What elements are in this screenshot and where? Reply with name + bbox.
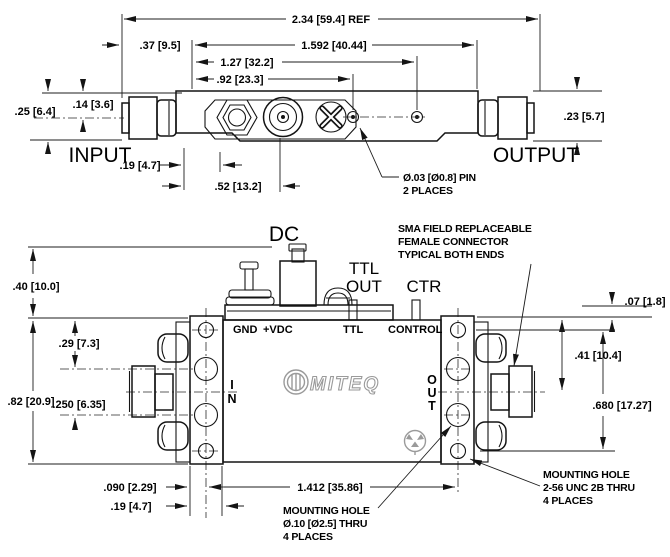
front-view-body: MITEQ <box>128 243 536 465</box>
out-label-2: U <box>427 386 436 400</box>
top-plate <box>224 304 394 321</box>
dim-37: .37 [9.5] <box>140 40 181 52</box>
top-view-body <box>121 90 535 142</box>
feedthrough-dome <box>323 287 353 306</box>
mounting-note2-line3: 4 PLACES <box>543 495 593 507</box>
dim-127: 1.27 [32.2] <box>220 57 274 69</box>
dim-07: .07 [1.8] <box>625 296 666 308</box>
input-connector <box>121 96 177 140</box>
out-label-1: O <box>427 373 437 387</box>
gnd-terminal <box>225 261 275 306</box>
dc-label: DC <box>269 223 299 246</box>
left-flange <box>189 315 224 465</box>
in-label-2: N <box>227 392 236 406</box>
vdc-label: +VDC <box>263 324 293 336</box>
front-view: MITEQ .40 [10.0] .29 [7.3] .250 [6.35] .… <box>7 223 665 543</box>
dim-1592: 1.592 [40.44] <box>301 40 367 52</box>
ttl-out-label-2: OUT <box>346 277 382 296</box>
dim-250: .250 [6.35] <box>52 399 106 411</box>
in-label-1: I <box>230 378 233 392</box>
platform-outline <box>204 99 357 140</box>
mounting-note1-line3: 4 PLACES <box>283 531 333 543</box>
top-view-dimension-lines <box>30 14 602 192</box>
input-connector-front <box>128 321 191 463</box>
dc-feedthrough-top <box>262 96 304 138</box>
output-connector <box>477 96 535 140</box>
dim-19b: .19 [4.7] <box>111 501 152 513</box>
dim-090: .090 [2.29] <box>103 482 157 494</box>
out-label-3: T <box>428 399 436 413</box>
mounting-note2-line1: MOUNTING HOLE <box>543 469 630 481</box>
mounting-note1-line1: MOUNTING HOLE <box>283 505 370 517</box>
dim-overall-length: 2.34 [59.4] REF <box>292 14 371 26</box>
control-label: CONTROL <box>388 324 443 336</box>
ttl-label: TTL <box>343 324 363 336</box>
sma-note-line2: FEMALE CONNECTOR <box>398 236 509 248</box>
input-label: INPUT <box>69 144 132 167</box>
miteq-logo: MITEQ <box>283 369 380 396</box>
ttl-pin <box>348 299 358 321</box>
dim-29: .29 [7.3] <box>59 338 100 350</box>
miteq-logo-text: MITEQ <box>310 374 380 395</box>
dim-19: .19 [4.7] <box>120 160 161 172</box>
dim-52: .52 [13.2] <box>214 181 261 193</box>
dim-680: .680 [17.27] <box>592 400 652 412</box>
front-view-dimension-lines <box>28 246 652 516</box>
dim-82: .82 [20.9] <box>7 396 54 408</box>
pin-note-line2: 2 PLACES <box>403 185 453 197</box>
hex-nut <box>216 99 258 136</box>
top-view: 2.34 [59.4] REF 1.592 [40.44] 1.27 [32.2… <box>15 14 605 197</box>
control-pin <box>411 299 421 321</box>
output-label: OUTPUT <box>493 144 580 167</box>
cross-adjust-screw <box>315 101 347 133</box>
front-view-centerlines <box>60 308 545 518</box>
dim-1412: 1.412 [35.86] <box>297 482 363 494</box>
dim-23: .23 [5.7] <box>564 111 605 123</box>
keying-symbol <box>403 429 427 455</box>
ttl-out-label-1: TTL <box>349 259 379 278</box>
dim-14: .14 [3.6] <box>73 99 114 111</box>
sma-note-line3: TYPICAL BOTH ENDS <box>398 249 504 261</box>
mounting-note1-line2: Ø.10 [Ø2.5] THRU <box>283 518 367 530</box>
mounting-holes <box>193 321 471 460</box>
dim-40: .40 [10.0] <box>12 281 59 293</box>
mounting-note2-line2: 2-56 UNC 2B THRU <box>543 482 635 494</box>
dc-connector <box>279 243 317 307</box>
sma-note-line1: SMA FIELD REPLACEABLE <box>398 223 532 235</box>
right-flange <box>440 315 475 465</box>
dim-25: .25 [6.4] <box>15 106 56 118</box>
pin-note-line1: Ø.03 [Ø0.8] PIN <box>403 172 476 184</box>
dim-92: .92 [23.3] <box>216 74 263 86</box>
ctr-label: CTR <box>407 277 442 296</box>
dim-41: .41 [10.4] <box>574 350 621 362</box>
output-connector-front <box>473 321 536 463</box>
gnd-label: GND <box>233 324 258 336</box>
